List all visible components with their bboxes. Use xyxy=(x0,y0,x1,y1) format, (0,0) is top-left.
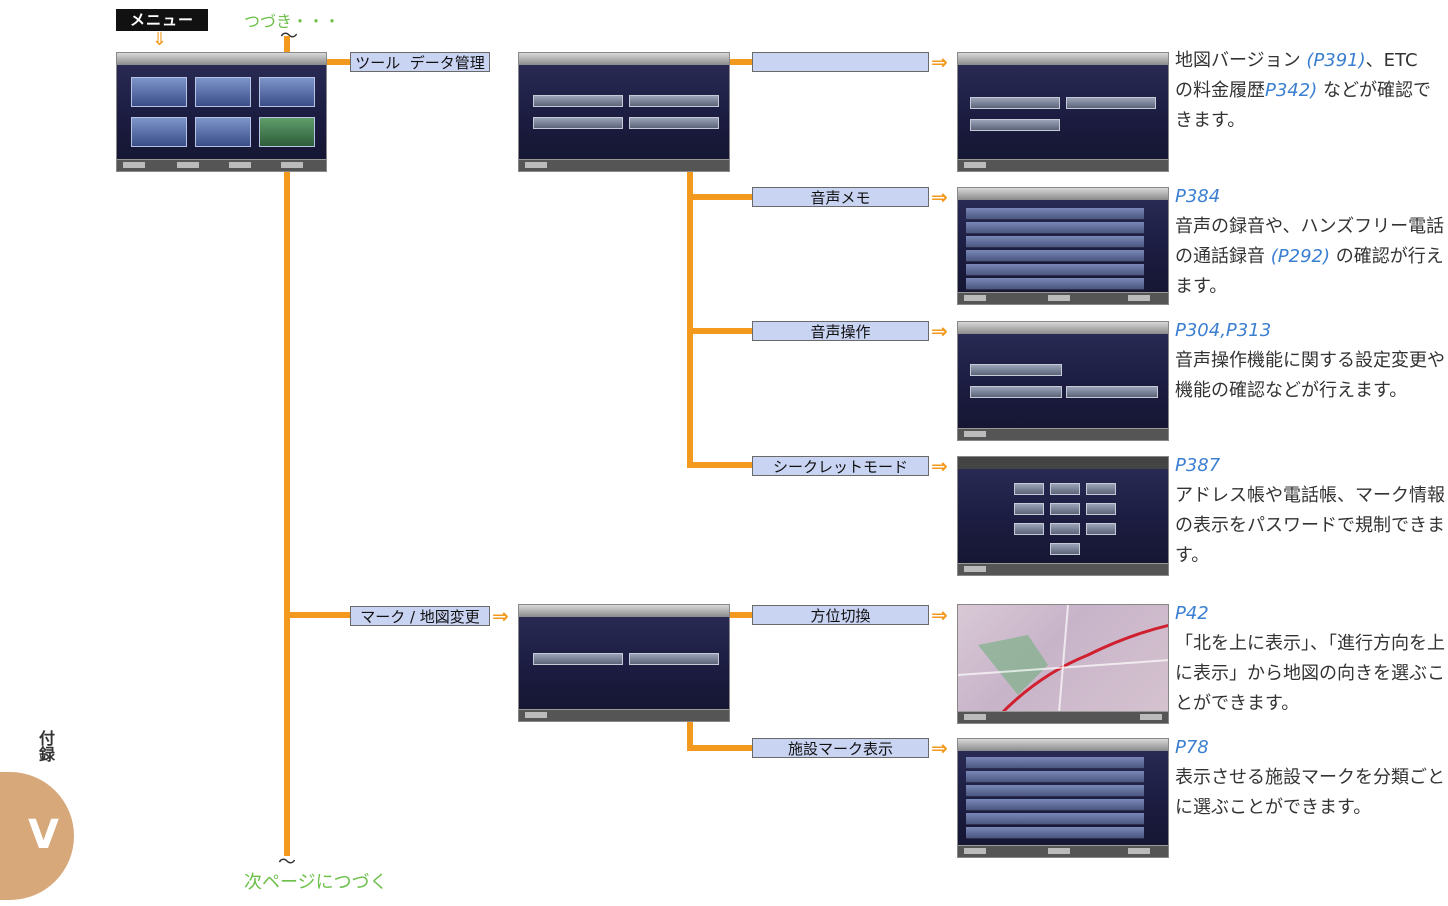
voice-operation-screen-thumbnail xyxy=(957,321,1169,441)
chapter-letter: V xyxy=(28,812,59,858)
tools-to-data-line xyxy=(730,59,754,65)
map-screen-thumbnail xyxy=(957,604,1169,724)
double-right-arrow-icon: ⇒ xyxy=(931,736,948,760)
item-ref-voice-operation: P304,P313 xyxy=(1175,320,1272,341)
data-management-label: データ管理 xyxy=(409,54,485,72)
tools-screen-thumbnail xyxy=(518,52,730,172)
menu-badge: メニュー xyxy=(116,9,208,31)
item-label-facility-mark: 施設マーク表示 xyxy=(752,738,929,758)
double-right-arrow-icon: ⇒ xyxy=(492,604,509,628)
item-ref-voice-memo: P384 xyxy=(1175,186,1221,207)
tools-label: ツール データ管理 xyxy=(350,52,490,72)
item-desc-voice-operation: P304,P313 音声操作機能に関する設定変更や機能の確認などが行えます。 xyxy=(1175,316,1445,406)
branch-line-voice-memo xyxy=(687,194,753,200)
data-vertical-line xyxy=(687,172,693,468)
mark-vertical-line xyxy=(687,722,693,750)
item-desc-heading-switch: P42 「北を上に表示」、「進行方向を上に表示」から地図の向きを選ぶことができま… xyxy=(1175,599,1445,719)
double-right-arrow-icon: ⇒ xyxy=(931,454,948,478)
mark-map-change-label: マーク / 地図変更 xyxy=(350,606,490,626)
item-desc-facility-mark: P78 表示させる施設マークを分類ごとに選ぶことができます。 xyxy=(1175,733,1445,823)
item-ref-secret-mode: P387 xyxy=(1175,455,1221,476)
double-right-arrow-icon: ⇒ xyxy=(931,319,948,343)
down-arrow-icon: ⇓ xyxy=(152,29,168,50)
item-desc-secret-mode: P387 アドレス帳や電話帳、マーク情報の表示をパスワードで規制できます。 xyxy=(1175,451,1445,571)
item-label-heading-switch: 方位切換 xyxy=(752,605,929,625)
continued-bottom: 次ページにつづく xyxy=(244,872,388,893)
voice-memo-screen-thumbnail xyxy=(957,187,1169,305)
facility-mark-screen-thumbnail xyxy=(957,738,1169,858)
double-right-arrow-icon: ⇒ xyxy=(931,50,948,74)
continued-top: つづき・・・ xyxy=(244,12,341,31)
item-desc-version: 地図バージョン (P391)、ETC の料金履歴P342) などが確認できます。 xyxy=(1175,50,1436,131)
branch-line-mark xyxy=(287,612,351,618)
item-label-version xyxy=(752,52,929,72)
item-label-voice-memo: 音声メモ xyxy=(752,187,929,207)
menu-screen-thumbnail xyxy=(116,52,327,172)
wave-dash-icon: 〜 xyxy=(278,852,296,873)
branch-line-voice-op xyxy=(687,328,753,334)
item-ref-heading-switch: P42 xyxy=(1175,603,1209,624)
double-right-arrow-icon: ⇒ xyxy=(931,185,948,209)
menu-to-tools-line xyxy=(326,59,350,65)
item-ref-facility-mark: P78 xyxy=(1175,737,1209,758)
branch-line-facility xyxy=(687,745,753,751)
version-screen-thumbnail xyxy=(957,52,1169,172)
mark-to-heading-line xyxy=(730,612,754,618)
secret-mode-screen-thumbnail xyxy=(957,456,1169,576)
item-desc-voice-memo: P384 音声の録音や、ハンズフリー電話の通話録音 (P292) の確認が行えま… xyxy=(1175,182,1445,302)
item-label-voice-operation: 音声操作 xyxy=(752,321,929,341)
mark-map-screen-thumbnail xyxy=(518,604,730,722)
item-label-secret-mode: シークレットモード xyxy=(752,456,929,476)
double-right-arrow-icon: ⇒ xyxy=(931,603,948,627)
main-vertical-line xyxy=(284,36,290,856)
branch-line-secret xyxy=(687,462,753,468)
appendix-label: 付録 xyxy=(36,730,55,762)
